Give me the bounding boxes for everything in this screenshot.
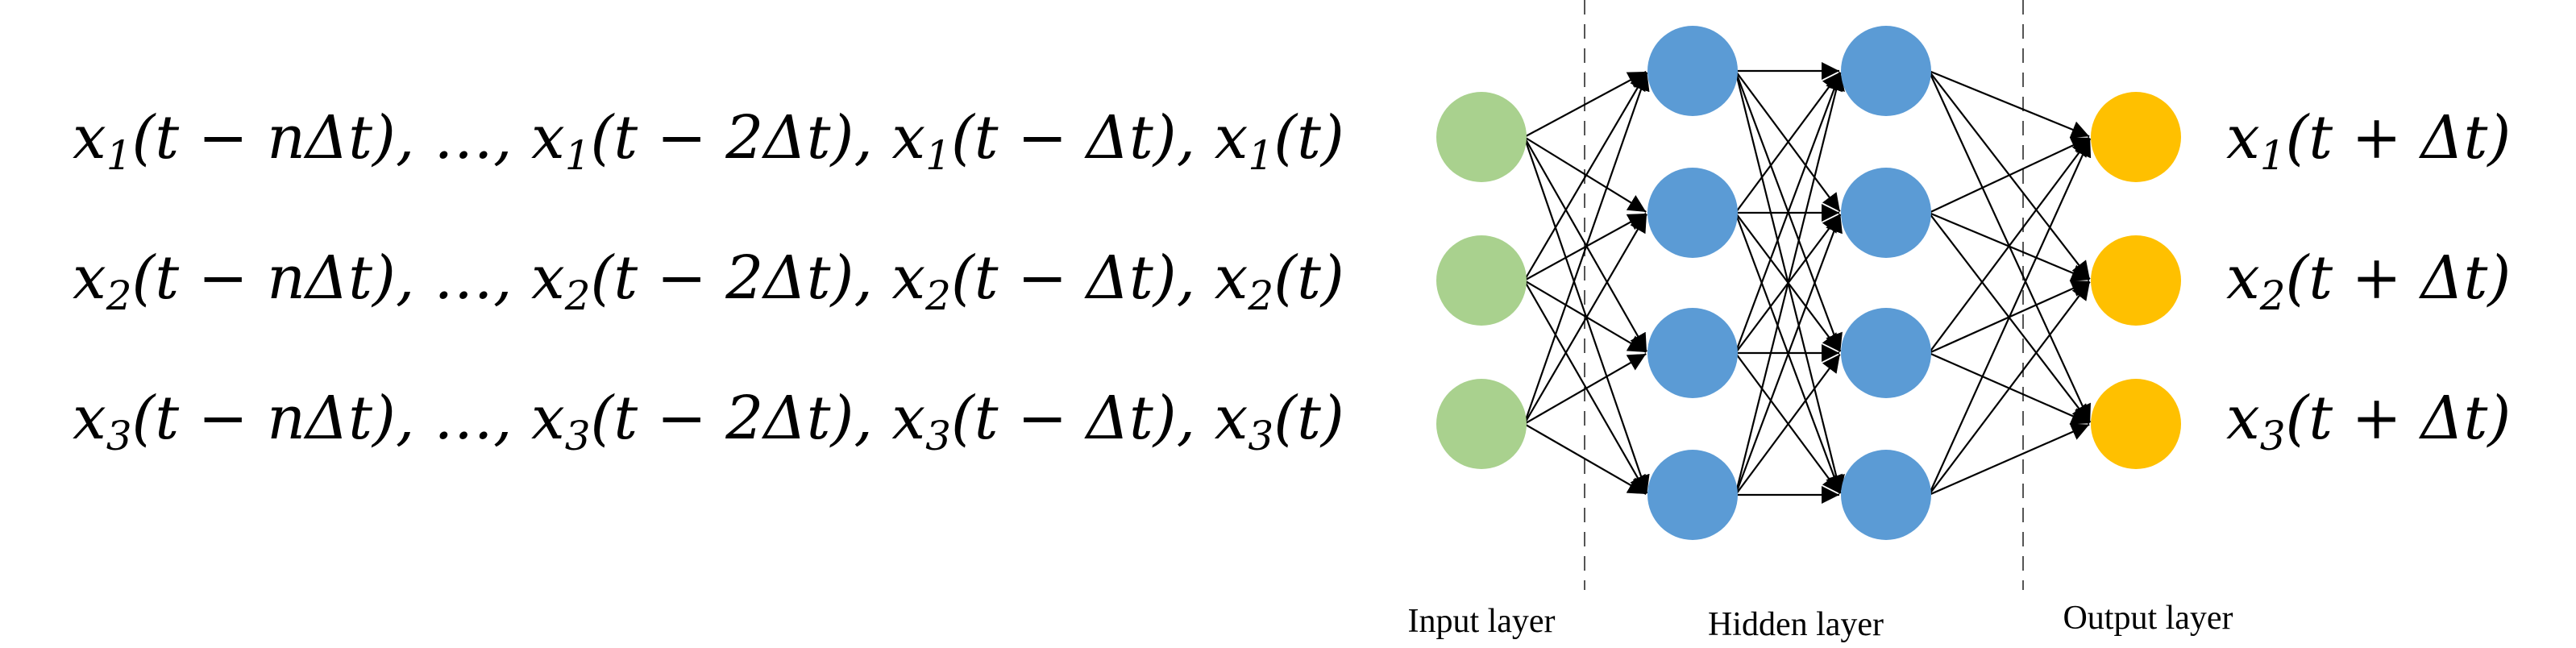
connection-arrow [1523, 70, 1647, 138]
connection-arrow [1523, 280, 1647, 494]
output-row-2: x2(t + Δt) [2226, 243, 2511, 319]
output-neuron-1 [2091, 92, 2181, 182]
output-values: x1(t + Δt) x2(t + Δt) x3(t + Δt) [2226, 103, 2511, 459]
connection-arrow [1523, 72, 1647, 281]
input-neuron-1 [1436, 92, 1527, 182]
input-row-2: x2(t − nΔt), …, x2(t − 2Δt), x2(t − Δt),… [73, 243, 1344, 319]
hidden2-neuron-2 [1841, 168, 1931, 258]
hidden1-neuron-4 [1647, 450, 1738, 540]
input-row-1: x1(t − nΔt), …, x1(t − 2Δt), x1(t − Δt),… [73, 103, 1344, 179]
output-row-1: x1(t + Δt) [2226, 103, 2511, 179]
connections [1523, 62, 2092, 504]
connection-arrow [1928, 137, 2091, 354]
connection-arrow [1928, 423, 2090, 496]
input-neuron-2 [1436, 235, 1527, 326]
hidden1-neuron-3 [1647, 308, 1738, 398]
connection-arrow [1735, 214, 1843, 496]
output-row-3: x3(t + Δt) [2226, 384, 2511, 459]
connection-arrow [1928, 138, 2092, 496]
connection-arrow [1735, 72, 1845, 496]
hidden2-neuron-3 [1841, 308, 1931, 398]
input-sequences: x1(t − nΔt), …, x1(t − 2Δt), x1(t − Δt),… [73, 103, 1344, 459]
connection-arrow [1523, 136, 1647, 213]
input-row-3: x3(t − nΔt), …, x3(t − 2Δt), x3(t − Δt),… [73, 384, 1344, 459]
connection-arrow [1928, 280, 2091, 496]
connection-arrow [1928, 69, 2090, 139]
hidden2-neuron-4 [1841, 450, 1931, 540]
connection-arrow [1928, 136, 2090, 214]
hidden1-neuron-1 [1647, 26, 1738, 116]
connection-arrow [1523, 72, 1650, 425]
hidden1-neuron-2 [1647, 168, 1738, 258]
output-layer-label: Output layer [2063, 600, 2233, 637]
connection-arrow [1523, 353, 1647, 425]
connection-arrow [1735, 71, 1841, 214]
input-layer-label: Input layer [1407, 603, 1555, 640]
connection-arrow [1523, 280, 1647, 353]
hidden2-neuron-1 [1841, 26, 1931, 116]
connection-arrow [1735, 353, 1841, 496]
connection-arrow [1735, 72, 1843, 354]
connection-arrow [1523, 423, 1647, 495]
neurons [1436, 26, 2181, 540]
hidden-layer-label: Hidden layer [1708, 606, 1884, 643]
input-neuron-3 [1436, 379, 1527, 469]
connection-arrow [1523, 214, 1647, 425]
connection-arrow [1523, 136, 1647, 352]
output-neuron-2 [2091, 235, 2181, 326]
connection-arrow [1523, 136, 1650, 494]
output-neuron-3 [2091, 379, 2181, 469]
